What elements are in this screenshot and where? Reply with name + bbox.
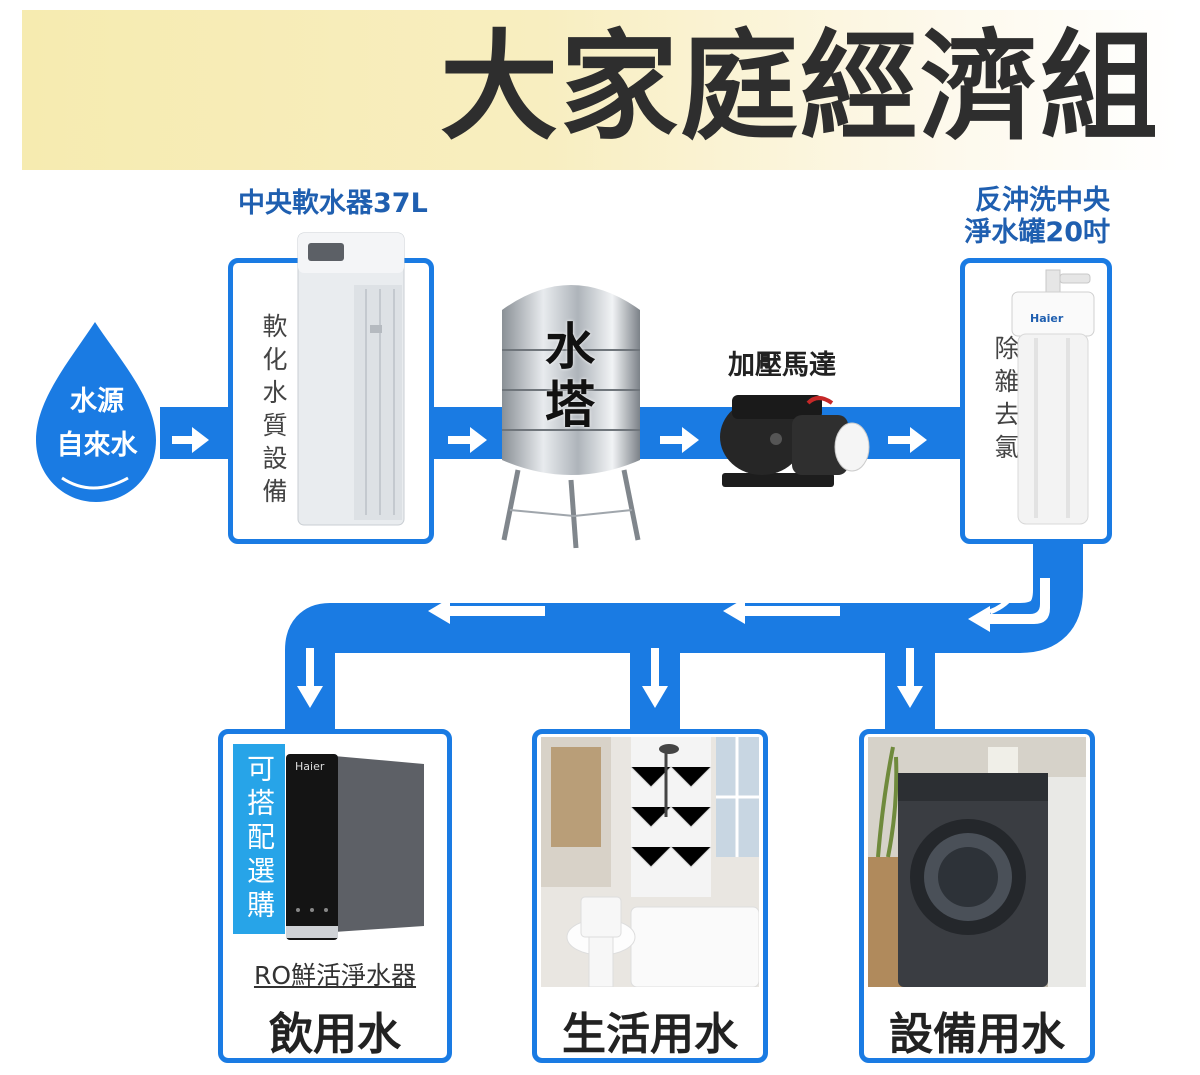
bathroom-image xyxy=(541,737,759,987)
arrow-right-4 xyxy=(888,427,927,453)
source-label: 水源 自來水 xyxy=(56,386,138,461)
ro-purifier-icon xyxy=(286,754,424,940)
softener-label: 中央軟水器37L xyxy=(238,188,428,219)
main-arrows xyxy=(172,427,927,453)
equipment-water-label: 設備用水 xyxy=(889,1009,1065,1060)
arrow-left-1 xyxy=(428,598,545,624)
ro-product-label: RO鮮活淨水器 xyxy=(253,961,417,990)
tower-text: 水 塔 xyxy=(545,318,595,434)
water-softener-icon xyxy=(297,232,405,526)
arrow-right-1 xyxy=(172,427,209,453)
arrow-down-3 xyxy=(897,648,923,708)
arrow-right-3 xyxy=(660,427,699,453)
title-banner xyxy=(22,10,1180,170)
return-arrows xyxy=(428,578,1050,632)
filter-vertical-text: 除雜去氯 xyxy=(991,335,1020,467)
water-tower-icon xyxy=(501,285,641,549)
arrow-right-2 xyxy=(448,427,487,453)
laundry-image xyxy=(868,737,1086,987)
distribution-pipe xyxy=(285,540,1083,740)
water-drop-icon xyxy=(36,322,156,502)
optional-purchase-badge: 可搭配選購 xyxy=(233,744,285,934)
arrow-down-2 xyxy=(642,648,668,708)
arrow-down-1 xyxy=(297,648,323,708)
softener-vertical-text: 軟化水質設備 xyxy=(259,313,288,511)
booster-pump-icon xyxy=(720,395,870,487)
ro-brand: Haier xyxy=(295,760,325,773)
arrow-left-2 xyxy=(723,598,840,624)
filter-brand: Haier xyxy=(1030,312,1064,325)
pump-label: 加壓馬達 xyxy=(728,350,836,381)
living-water-label: 生活用水 xyxy=(562,1009,738,1060)
arrow-corner xyxy=(968,578,1050,632)
down-arrows xyxy=(297,648,923,708)
drinking-water-label: 飲用水 xyxy=(269,1009,401,1060)
filter-canister-icon xyxy=(1011,269,1095,525)
page-title: 大家庭經濟組 xyxy=(439,18,1160,156)
filter-label: 反沖洗中央 淨水罐20吋 xyxy=(964,185,1110,248)
